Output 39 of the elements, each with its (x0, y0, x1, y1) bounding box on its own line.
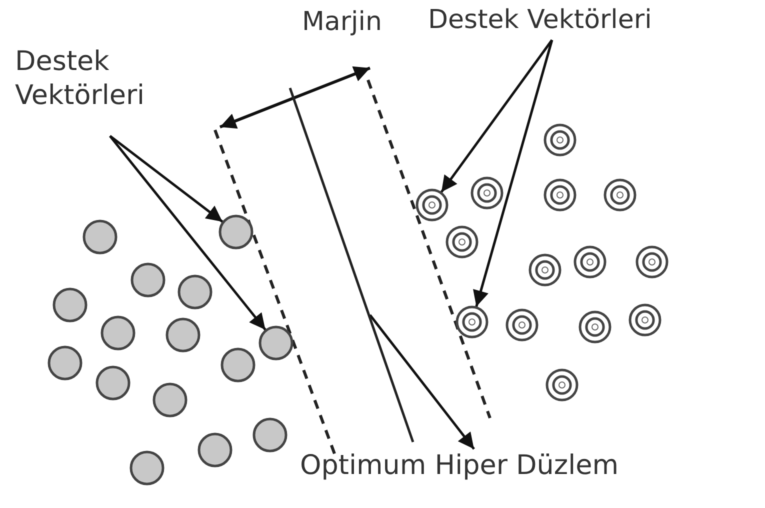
data-point (220, 348, 256, 382)
margin-label: Marjin (302, 6, 382, 38)
data-point (470, 176, 504, 210)
data-point (258, 326, 294, 360)
leader-line (440, 39, 554, 193)
data-point (544, 178, 576, 212)
data-point (218, 214, 254, 250)
data-point (636, 246, 668, 278)
data-point (166, 318, 200, 352)
data-point (506, 308, 538, 342)
callout-label: Optimum Hiper Düzlem (300, 449, 760, 483)
data-point (252, 418, 288, 452)
data-point (48, 346, 82, 380)
data-point (198, 432, 232, 468)
data-point (130, 262, 166, 298)
leader-line (109, 135, 224, 223)
data-point (416, 188, 448, 222)
callout-label: Destek Vektörleri (428, 4, 763, 36)
data-point (82, 220, 118, 254)
data-point (544, 124, 576, 156)
data-point (52, 288, 88, 322)
leader-line (473, 40, 554, 307)
data-point (578, 310, 612, 344)
data-point (446, 226, 478, 258)
leader-line (109, 135, 266, 331)
data-point (628, 304, 662, 336)
callout-label: Destek Vektörleri (15, 45, 225, 112)
data-point (574, 246, 606, 278)
data-point (100, 316, 136, 350)
data-point (456, 306, 488, 338)
data-point (604, 178, 636, 212)
hyperplane-line (288, 88, 414, 442)
data-point (96, 366, 130, 400)
data-point (130, 450, 164, 486)
data-point (178, 274, 212, 310)
data-point (546, 368, 578, 402)
leader-line (369, 314, 475, 450)
data-point (152, 382, 188, 418)
data-point (528, 254, 562, 286)
